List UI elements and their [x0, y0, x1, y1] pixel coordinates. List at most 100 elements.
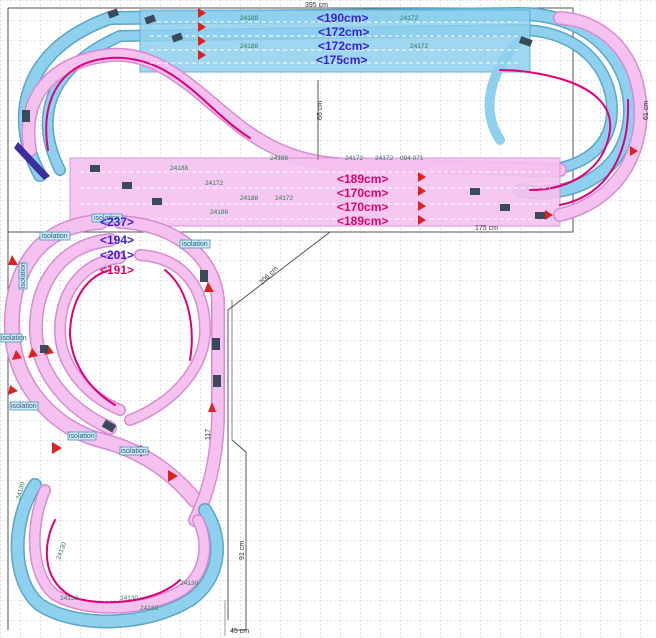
svg-text:isolation: isolation	[1, 335, 27, 342]
svg-text:isolation: isolation	[11, 403, 37, 410]
track-code: 24172	[205, 180, 223, 187]
turnout-mark	[22, 110, 30, 122]
signal-icon	[198, 50, 206, 60]
bottom-left-tracks	[3, 214, 225, 527]
signal-icon	[198, 36, 206, 46]
track-length-label: <194>	[100, 233, 134, 247]
turnout-mark	[14, 142, 50, 180]
signal-icon	[198, 8, 206, 18]
lower-length-labels: <189cm> <170cm> <170cm> <189cm>	[337, 172, 388, 228]
dimension-label: 45 cm	[230, 628, 249, 635]
signal-icon	[630, 146, 638, 156]
signal-icon	[204, 282, 214, 292]
turnout-mark	[171, 32, 184, 43]
svg-text:isolation: isolation	[121, 448, 147, 455]
track-code: 24188	[240, 43, 258, 50]
turnout-mark	[212, 338, 220, 350]
turnout-mark	[470, 188, 480, 195]
turnouts-top	[14, 8, 545, 219]
track-length-label: <190cm>	[317, 11, 368, 25]
signal-icon	[418, 215, 426, 225]
track-code: 24188	[240, 15, 258, 22]
track-code: 24172	[275, 195, 293, 202]
track-length-label: <189cm>	[337, 172, 388, 186]
signals-top	[198, 8, 638, 225]
svg-text:isolation: isolation	[69, 433, 95, 440]
track-length-label: <172cm>	[318, 39, 369, 53]
signal-icon	[545, 210, 553, 220]
signal-icon	[208, 402, 216, 412]
upper-level-tracks	[17, 6, 638, 200]
track-code: 24130	[120, 595, 138, 602]
turnout-mark	[107, 8, 120, 19]
track-length-label: <172cm>	[318, 25, 369, 39]
signal-icon	[168, 470, 178, 482]
signal-icon	[8, 385, 18, 395]
signal-icon	[198, 22, 206, 32]
turnout-mark	[213, 375, 221, 387]
isolation-tag: isolation	[91, 213, 123, 223]
turnout-mark	[200, 270, 208, 282]
isolation-tag: isolation	[0, 333, 27, 343]
track-code: 24172	[345, 155, 363, 162]
track-code: 24188	[240, 195, 258, 202]
turnout-mark	[122, 182, 132, 189]
isolation-tag: isolation	[18, 262, 28, 290]
signal-icon	[28, 348, 38, 358]
signal-icon	[12, 350, 22, 360]
isolation-tag: isolation	[119, 446, 149, 456]
svg-text:isolation: isolation	[42, 233, 68, 240]
track-length-label: <170cm>	[337, 186, 388, 200]
dimension-label: 91 cm	[239, 541, 246, 560]
track-codes-top: 24188 24172 24188 24172 24188 24172 2418…	[170, 15, 428, 216]
lower-level-tracks	[21, 11, 648, 227]
track-length-label: <170cm>	[337, 200, 388, 214]
track-code: 24188	[270, 155, 288, 162]
signal-icon	[418, 201, 426, 211]
dimension-label: 395 cm	[305, 2, 328, 9]
track-code: 24172	[375, 155, 393, 162]
isolation-tag: isolation	[67, 431, 97, 441]
turnout-mark	[535, 212, 545, 219]
turnout-mark	[90, 165, 100, 172]
track-code: 24172	[410, 43, 428, 50]
track-code: 094 071	[400, 155, 424, 162]
track-code: 24130	[15, 481, 27, 501]
track-code: 24130	[180, 580, 198, 587]
dimensions-top: 395 cm 175 cm 65 cm 61 cm	[305, 2, 650, 232]
turnout-mark	[518, 36, 533, 47]
svg-text:isolation: isolation	[94, 215, 120, 222]
turnouts-bottom	[40, 270, 221, 433]
svg-text:isolation: isolation	[182, 241, 208, 248]
track-length-label: <201>	[100, 248, 134, 262]
track-length-label: <191>	[100, 263, 134, 277]
track-length-label: <237>	[100, 215, 134, 229]
signal-icon	[418, 186, 426, 196]
turnout-mark	[500, 204, 510, 211]
turnout-mark	[144, 14, 157, 25]
signal-icon	[8, 255, 18, 265]
track-code: 24188	[170, 165, 188, 172]
track-length-label: <175cm>	[316, 53, 367, 67]
turnout-mark	[40, 345, 48, 353]
isolation-tags: isolation isolation isolation isolation …	[0, 213, 211, 456]
signal-icon	[418, 172, 426, 182]
isolation-tag: isolation	[39, 231, 71, 241]
dimension-label: 175 cm	[475, 225, 498, 232]
isolation-tag: isolation	[179, 239, 211, 249]
svg-text:isolation: isolation	[20, 262, 27, 288]
track-code: 24130	[60, 595, 78, 602]
track-code: 24188	[210, 209, 228, 216]
dimension-label: 61 cm	[643, 101, 650, 120]
dimension-label: 65 cm	[317, 101, 324, 120]
bottom-length-labels: <237> <194> <201> <191>	[100, 215, 134, 277]
track-code: 24130	[140, 605, 158, 612]
signal-icon	[52, 442, 62, 454]
turnout-mark	[101, 419, 117, 433]
isolation-tag: isolation	[9, 401, 39, 411]
upper-length-labels: <190cm> <172cm> <172cm> <175cm>	[316, 11, 369, 67]
bottom-loop-tracks	[10, 478, 224, 629]
track-length-label: <189cm>	[337, 214, 388, 228]
